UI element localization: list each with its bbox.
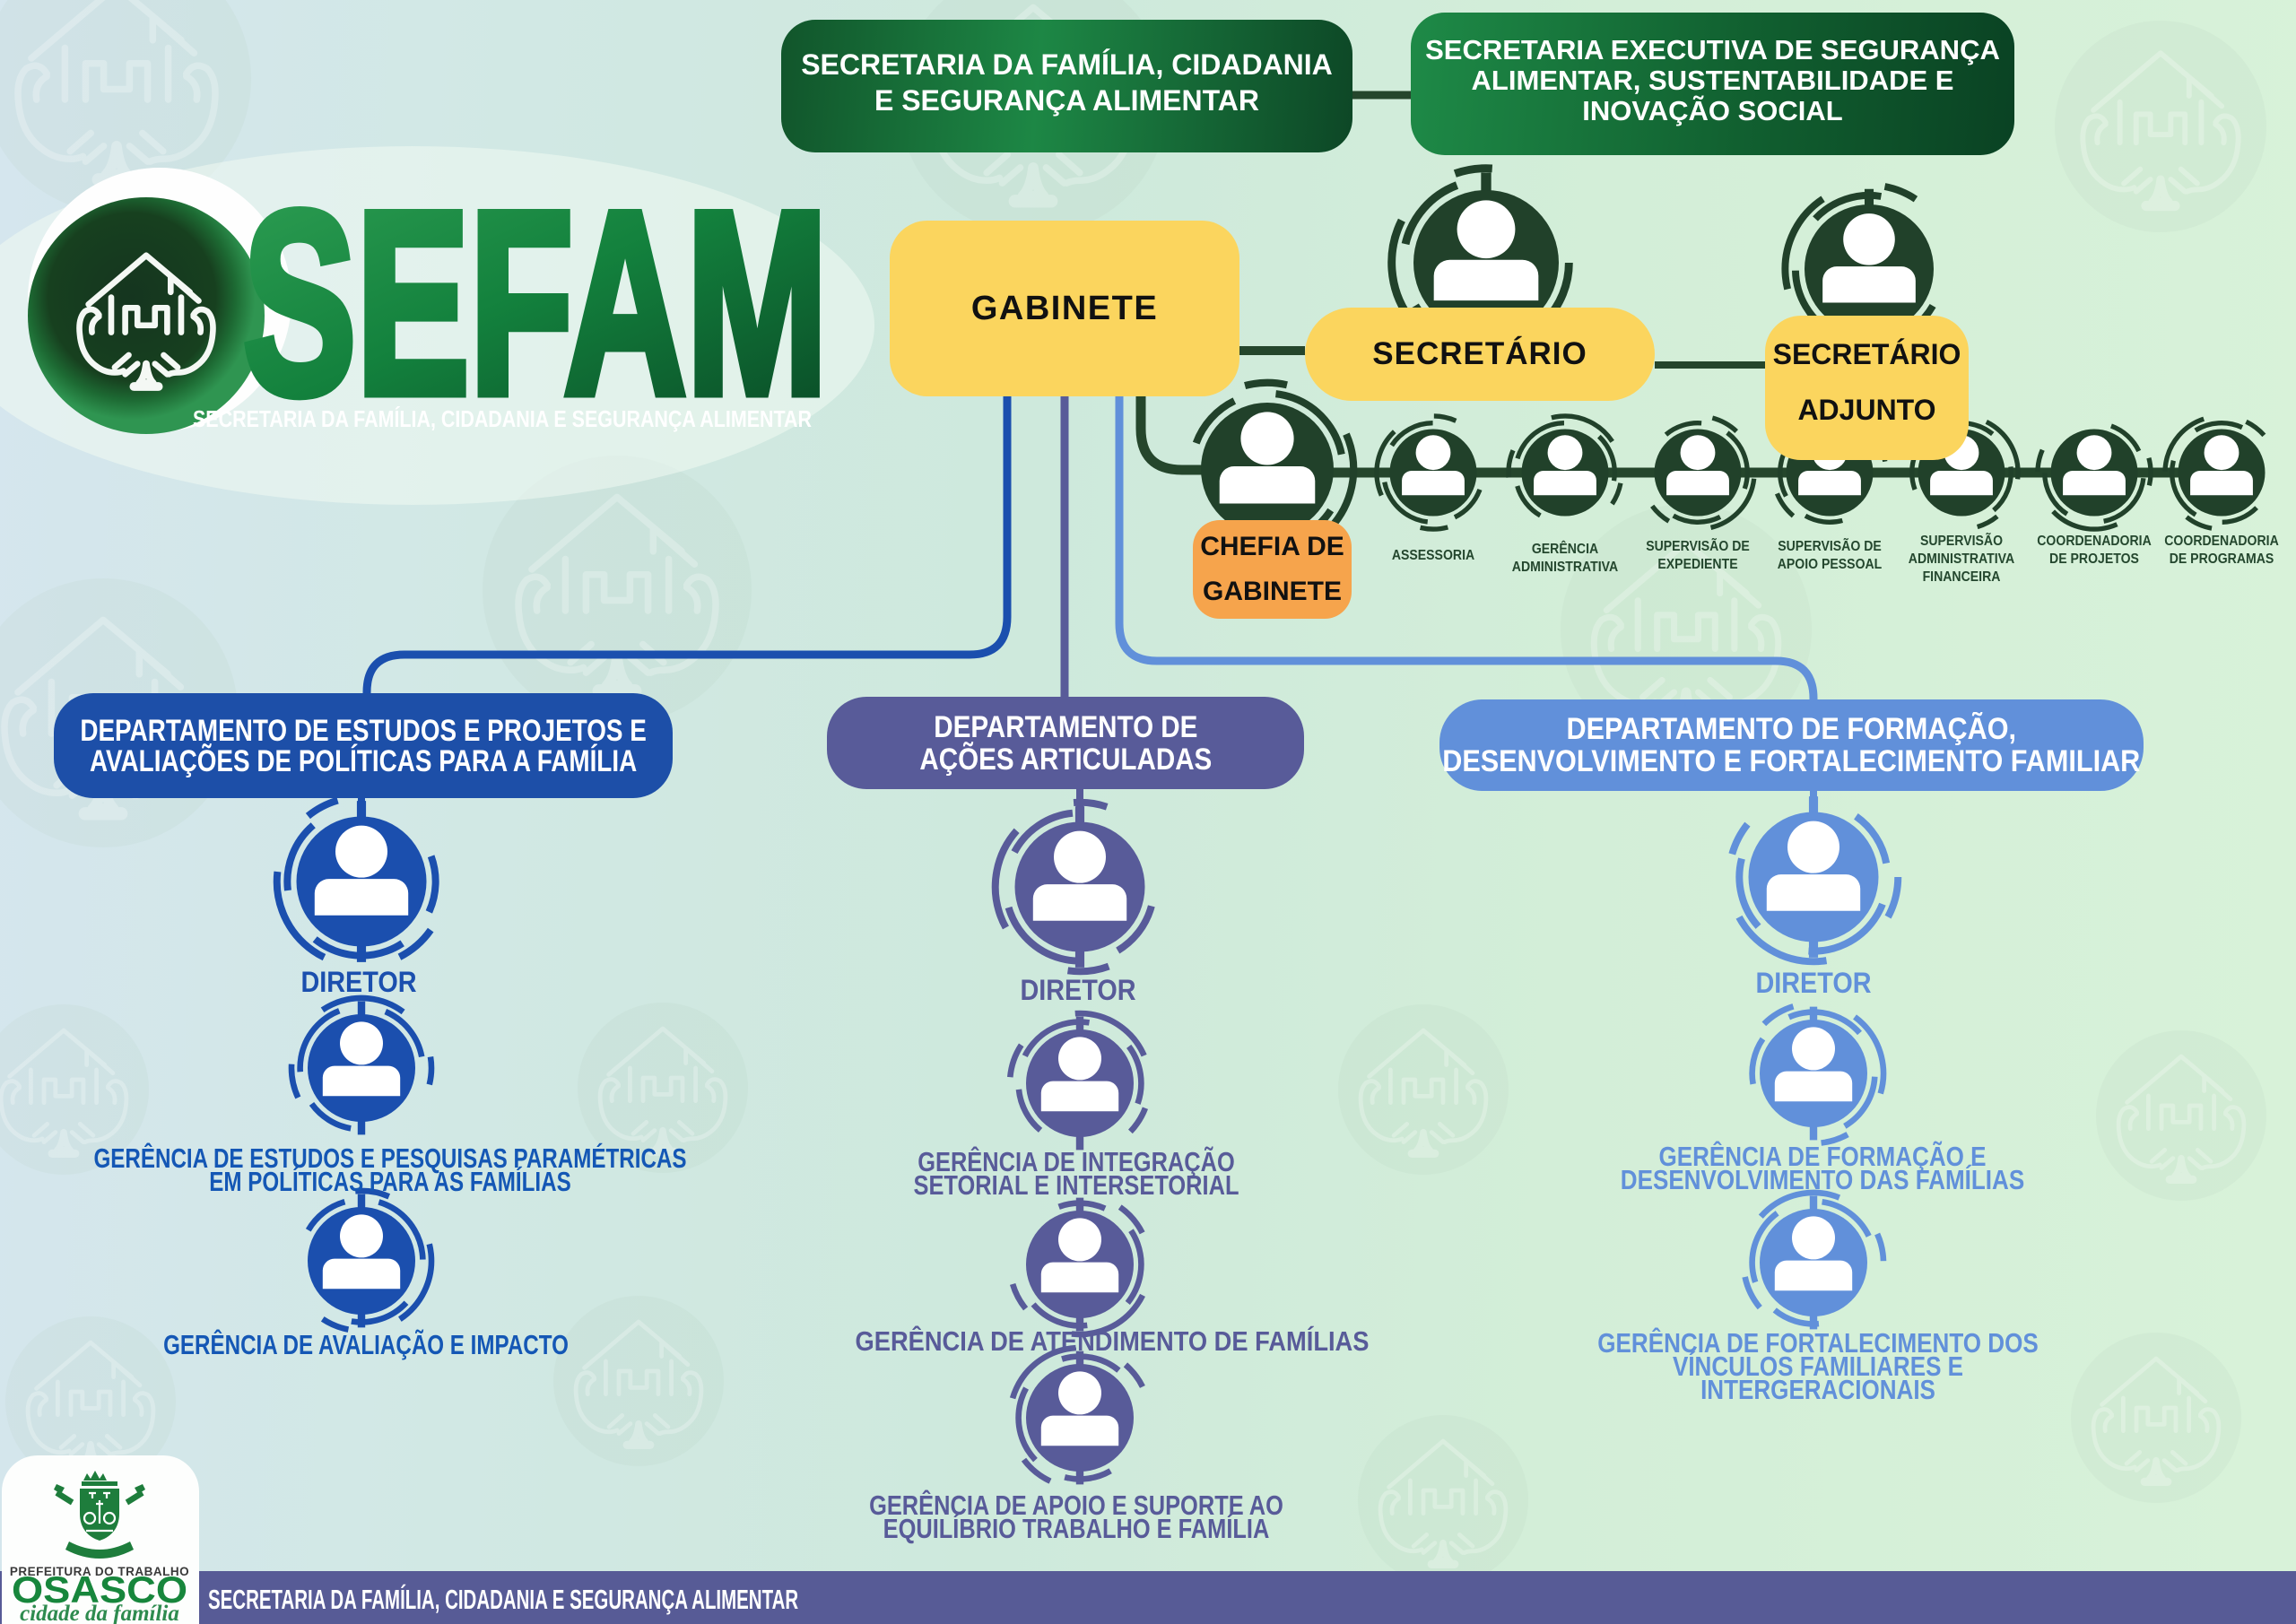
- svg-text:PREFEITURA DO TRABALHO: PREFEITURA DO TRABALHO: [10, 1565, 189, 1578]
- svg-text:SEFAM: SEFAM: [243, 158, 828, 448]
- svg-text:SECRETARIA DA FAMÍLIA, CIDADAN: SECRETARIA DA FAMÍLIA, CIDADANIA E SEGUR…: [193, 405, 812, 432]
- svg-text:OSASCO: OSASCO: [12, 1568, 187, 1611]
- svg-text:cidade da família: cidade da família: [20, 1602, 179, 1624]
